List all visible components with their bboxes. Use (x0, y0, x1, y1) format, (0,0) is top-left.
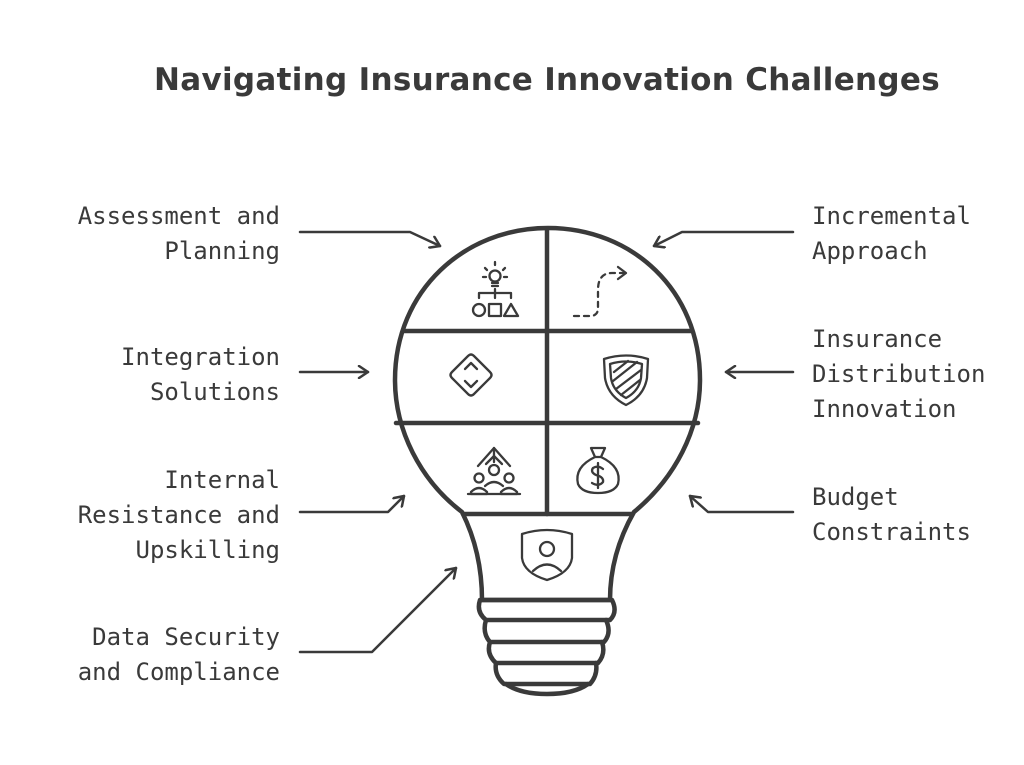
label-assessment-and-planning: Assessment and Planning (77, 202, 280, 265)
dashed-path-arrow-icon (572, 265, 628, 318)
label-integration-solutions: Integration Solutions (121, 343, 280, 406)
bulb-base (476, 597, 617, 697)
label-incremental-approach: Incremental Approach (812, 202, 971, 265)
arrow-data-security (298, 566, 458, 654)
label-budget-constraints: Budget Constraints (812, 483, 971, 546)
money-bag-icon (576, 446, 620, 495)
people-upskill-icon (466, 446, 522, 496)
arrow-assessment (298, 230, 442, 246)
striped-shield-icon (602, 354, 650, 407)
arrow-incremental (652, 230, 795, 246)
user-shield-icon (520, 528, 574, 582)
label-data-security: Data Security and Compliance (77, 623, 280, 686)
label-insurance-distribution: Insurance Distribution Innovation (812, 325, 986, 423)
label-internal-resistance: Internal Resistance and Upskilling (77, 466, 280, 564)
arrow-budget (688, 494, 795, 514)
arrow-internal (298, 494, 406, 514)
lightbulb-flowchart-icon (471, 260, 520, 318)
diagram-title: Navigating Insurance Innovation Challeng… (154, 62, 940, 98)
diamond-navigation-icon (449, 353, 493, 397)
bulb-outline (392, 225, 703, 603)
